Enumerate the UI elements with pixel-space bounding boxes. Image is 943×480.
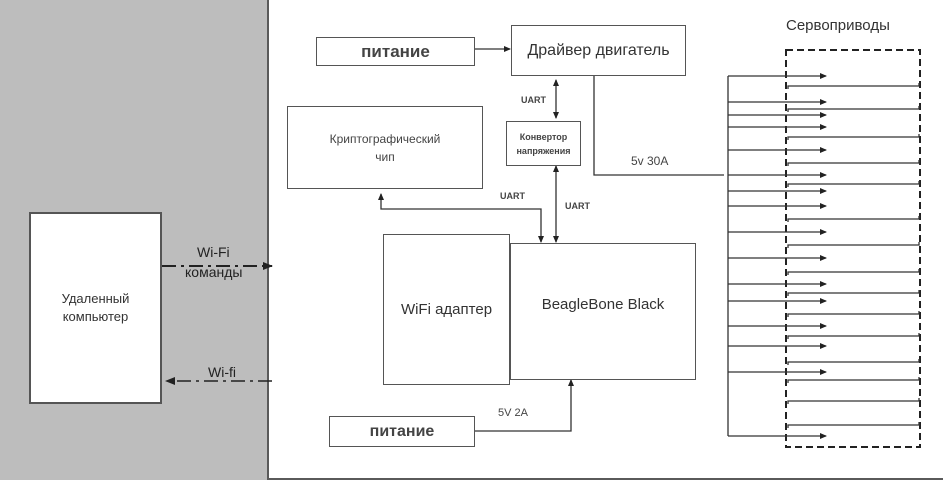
wifi-return-label: Wi-fi — [208, 364, 236, 380]
motor-driver-block: Драйвер двигатель — [511, 25, 686, 76]
servo-return-line — [787, 290, 920, 296]
servo-return-line — [787, 134, 920, 140]
crypto-chip-block: Криптографический чип — [287, 106, 483, 189]
power-bbb-label: 5V 2A — [498, 407, 528, 419]
voltage-converter-label-2: напряжения — [516, 145, 571, 156]
uart-label-converter-bbb: UART — [565, 201, 590, 211]
remote-computer-block: Удаленный компьютер — [29, 212, 162, 404]
remote-computer-label-2: компьютер — [62, 309, 129, 324]
servo-return-line — [787, 181, 920, 187]
servo-return-line — [787, 377, 920, 383]
servo-return-line — [787, 106, 920, 112]
servo-return-line — [787, 216, 920, 222]
power-supply-bottom-block: питание — [329, 416, 475, 447]
servo-return-line — [787, 311, 920, 317]
voltage-converter-label-1: Конвертор — [519, 131, 568, 142]
power-supply-top-block: питание — [316, 37, 475, 66]
beaglebone-block: BeagleBone Black — [510, 243, 696, 380]
servo-group-border — [785, 49, 921, 448]
servo-return-line — [787, 398, 920, 404]
wifi-commands-label-1: Wi-Fi — [197, 244, 230, 260]
servo-return-line — [787, 160, 920, 166]
servo-return-line — [787, 269, 920, 275]
voltage-converter-block: Конвертор напряжения — [506, 121, 581, 166]
remote-computer-label-1: Удаленный — [61, 291, 130, 306]
motor-driver-label: Драйвер двигатель — [527, 41, 670, 59]
crypto-chip-label-2: чип — [375, 149, 395, 164]
uart-label-crypto: UART — [500, 191, 525, 201]
crypto-chip-label-1: Криптографический — [329, 131, 441, 146]
wifi-adapter-block: WiFi адаптер — [383, 234, 510, 385]
servo-return-line — [787, 242, 920, 248]
power-servo-label: 5v 30A — [631, 154, 669, 168]
servo-return-line — [787, 333, 920, 339]
power-supply-bottom-label: питание — [369, 422, 435, 440]
servo-return-line — [787, 83, 920, 89]
power-bbb-line — [473, 379, 574, 432]
power-supply-top-label: питание — [361, 41, 430, 61]
servos-title: Сервоприводы — [786, 17, 890, 34]
servo-return-line — [787, 422, 920, 428]
uart-crypto-bbb — [378, 193, 544, 243]
wifi-adapter-label: WiFi адаптер — [400, 301, 493, 318]
servo-return-line — [787, 359, 920, 365]
beaglebone-label: BeagleBone Black — [541, 296, 665, 313]
wifi-commands-label-2: команды — [185, 264, 243, 280]
uart-label-driver-converter: UART — [521, 95, 546, 105]
power-servo-line — [593, 76, 724, 176]
